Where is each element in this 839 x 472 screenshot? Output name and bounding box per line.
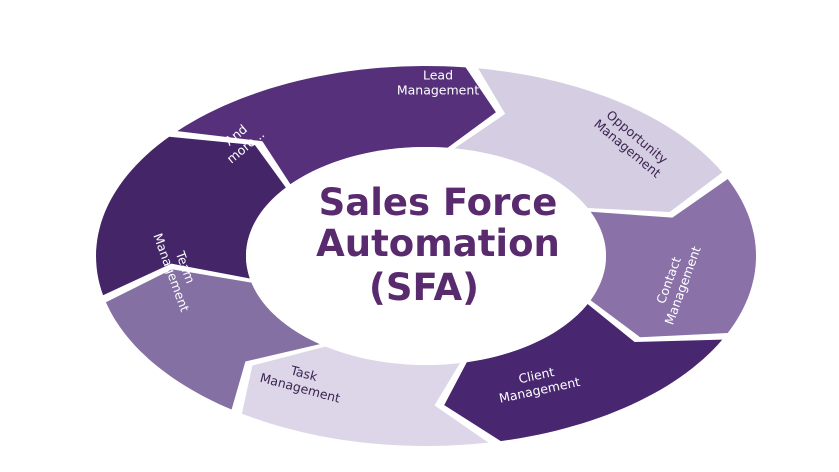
center-title-line-1: Sales Force	[319, 181, 558, 224]
segment-client-management	[444, 304, 723, 442]
segment-team-management	[105, 269, 320, 410]
segment-label-line: Lead	[423, 68, 453, 83]
segment-and-more	[96, 136, 286, 296]
segment-label-line: Management	[397, 83, 479, 98]
segment-contact-management	[590, 179, 756, 338]
segment-opportunity-management	[454, 68, 723, 213]
segment-label-line: Task	[288, 362, 320, 384]
center-circle	[246, 147, 606, 365]
center-title-line-2: Automation	[316, 222, 560, 265]
segment-label-line: Client	[517, 364, 556, 386]
center-title-line-3: (SFA)	[369, 266, 479, 309]
segment-task-management	[241, 346, 489, 446]
segment-lead-management	[177, 66, 496, 185]
segments-layer	[96, 66, 756, 446]
